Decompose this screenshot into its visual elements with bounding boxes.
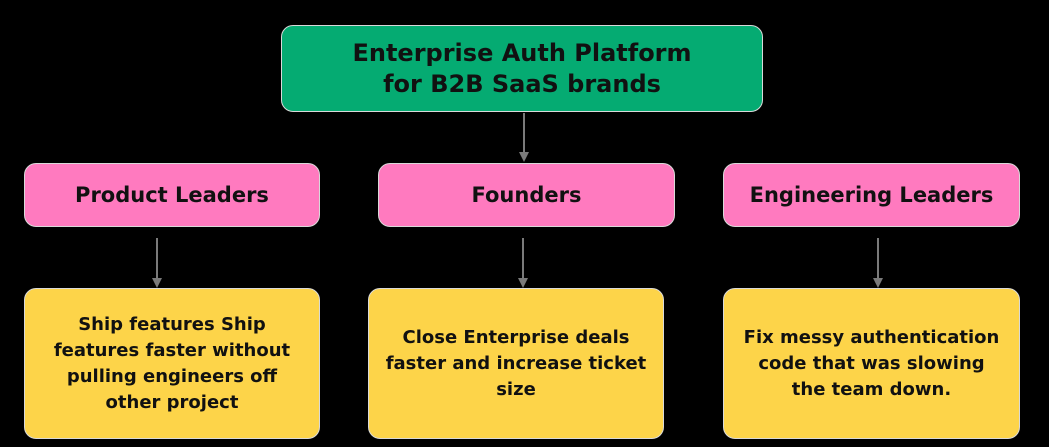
benefit-node-founders: Close Enterprise deals faster and increa… [368, 288, 664, 439]
benefit-text: Close Enterprise deals faster and increa… [385, 326, 647, 400]
root-title-line1: Enterprise Auth Platform [352, 38, 692, 67]
benefit-node-product-leaders: Ship features Ship features faster witho… [24, 288, 320, 439]
audience-node-founders: Founders [378, 163, 675, 227]
audience-node-product-leaders: Product Leaders [24, 163, 320, 227]
audience-node-engineering-leaders: Engineering Leaders [723, 163, 1020, 227]
audience-label: Founders [471, 183, 582, 207]
audience-label: Product Leaders [75, 183, 269, 207]
root-node: Enterprise Auth Platform for B2B SaaS br… [281, 25, 763, 112]
benefit-node-engineering-leaders: Fix messy authentication code that was s… [723, 288, 1020, 439]
benefit-text: Ship features Ship features faster witho… [53, 313, 291, 413]
root-title-line2: for B2B SaaS brands [383, 69, 661, 98]
benefit-text: Fix messy authentication code that was s… [743, 326, 1000, 400]
audience-label: Engineering Leaders [749, 183, 994, 207]
